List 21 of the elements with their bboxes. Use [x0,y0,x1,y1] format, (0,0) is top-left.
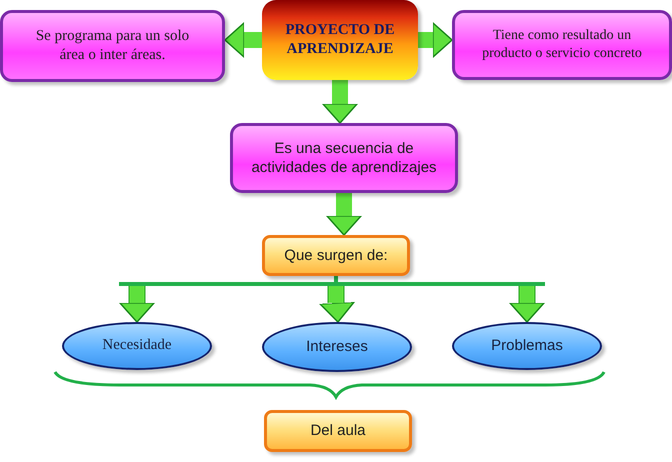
ellipse-node [62,322,212,370]
process-box [452,10,672,80]
node-label: Que surgen de: [283,246,389,266]
ellipse-node [452,322,602,370]
process-box [0,10,225,82]
process-box [230,123,458,193]
node-label: PROYECTO DE APRENDIZAJE [284,20,396,59]
arrow [224,22,262,58]
node-label: Del aula [309,421,367,441]
arrow [326,193,362,236]
node-label: Es una secuencia de actividades de aprendizajes [250,138,438,178]
arrow [322,80,358,124]
node-label: Se programa para un solo área o inter áreas. [34,26,190,65]
process-box [264,410,412,452]
process-box [262,235,410,276]
arrow [418,22,453,58]
node-label: Intereses [305,337,369,357]
node-label: Necesidade [101,336,173,356]
node-label: Problemas [490,336,564,356]
title-box [262,0,418,80]
node-label: Tiene como resultado un producto o servicio concreto [481,26,643,63]
